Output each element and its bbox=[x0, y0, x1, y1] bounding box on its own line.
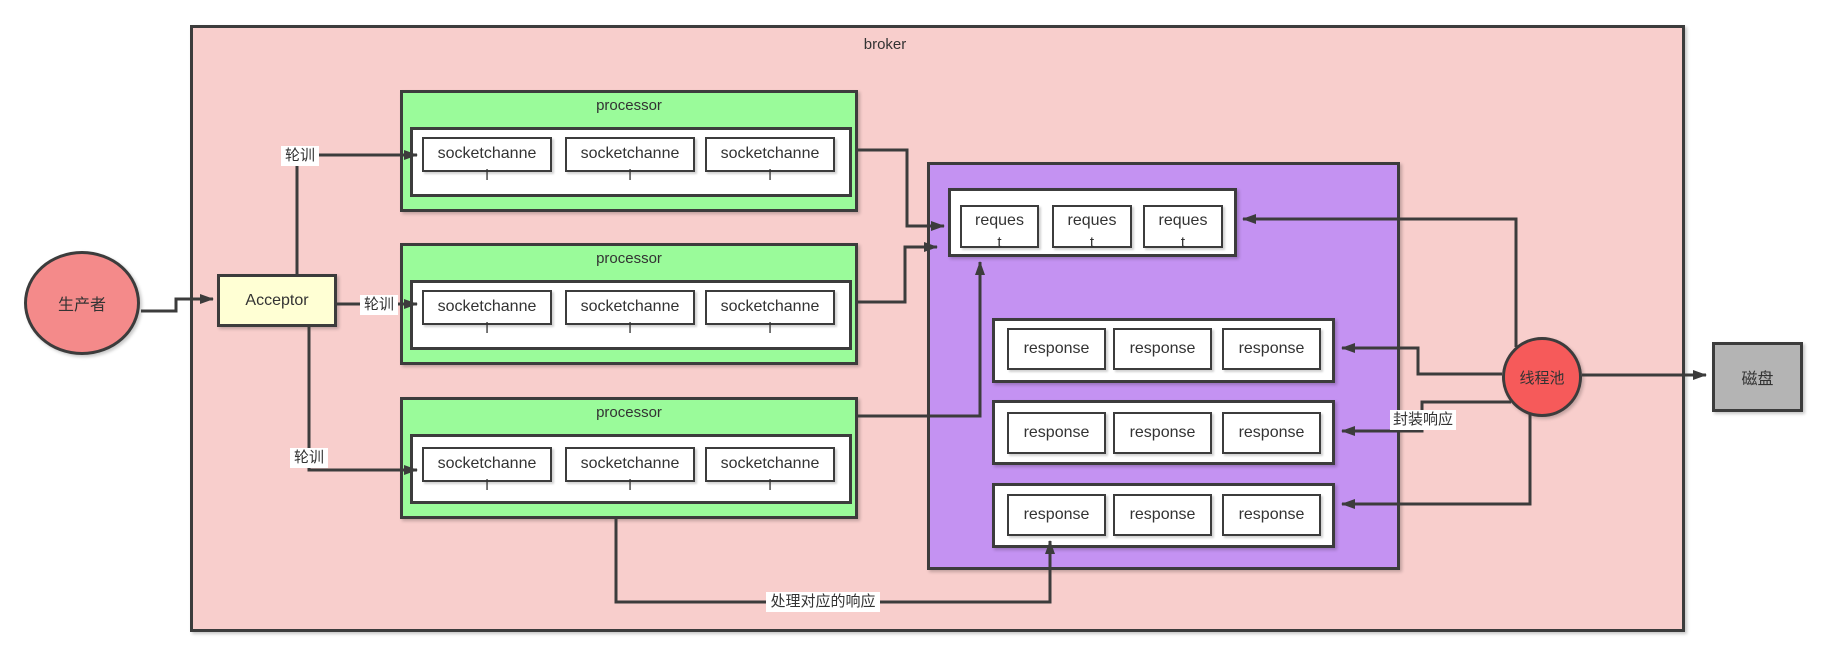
socket-channel: socketchanne l bbox=[422, 447, 552, 494]
response-row-2: response response response bbox=[992, 400, 1335, 465]
processor-3-title: processor bbox=[596, 404, 662, 421]
wrapped-letter: l bbox=[768, 167, 772, 184]
processor-2: processor socketchanne l socketchanne l … bbox=[400, 243, 858, 365]
poll-label-1: 轮训 bbox=[281, 146, 319, 166]
processor-1: processor socketchanne l socketchanne l … bbox=[400, 90, 858, 212]
response-item: response bbox=[1222, 412, 1321, 454]
wrapped-letter: t bbox=[997, 234, 1002, 251]
wrapped-letter: t bbox=[1180, 234, 1186, 251]
response-item: response bbox=[1007, 494, 1106, 536]
response-item: response bbox=[1222, 328, 1321, 370]
acceptor-node: Acceptor bbox=[217, 274, 337, 327]
wrapped-letter: l bbox=[628, 167, 632, 184]
wrap-response-label: 封装响应 bbox=[1390, 410, 1456, 430]
wrapped-letter: l bbox=[628, 477, 632, 494]
socket-channel: socketchanne l bbox=[422, 290, 552, 337]
broker-title: broker bbox=[863, 36, 907, 53]
processor-2-title: processor bbox=[596, 250, 662, 267]
request-item: reques t bbox=[960, 205, 1039, 251]
response-item: response bbox=[1007, 412, 1106, 454]
response-item: response bbox=[1222, 494, 1321, 536]
poll-label-3: 轮训 bbox=[290, 448, 328, 468]
disk-label: 磁盘 bbox=[1741, 371, 1774, 388]
wrapped-letter: l bbox=[485, 477, 489, 494]
socket-channel: socketchanne l bbox=[705, 290, 835, 337]
processor-1-title: processor bbox=[596, 97, 662, 114]
socket-channel: socketchanne l bbox=[705, 137, 835, 184]
wrapped-letter: l bbox=[485, 320, 489, 337]
request-item: reques t bbox=[1052, 205, 1132, 251]
response-item: response bbox=[1113, 412, 1212, 454]
wrapped-letter: l bbox=[768, 477, 772, 494]
wrapped-letter: t bbox=[1089, 234, 1095, 251]
thread-pool-label: 线程池 bbox=[1519, 369, 1565, 387]
producer-label: 生产者 bbox=[57, 297, 106, 314]
wrapped-letter: l bbox=[628, 320, 632, 337]
wrapped-letter: l bbox=[485, 167, 489, 184]
response-item: response bbox=[1113, 494, 1212, 536]
socket-channel: socketchanne l bbox=[705, 447, 835, 494]
socket-channel: socketchanne l bbox=[565, 290, 695, 337]
disk-node: 磁盘 bbox=[1712, 342, 1803, 412]
processor-2-channel-tray: socketchanne l socketchanne l socketchan… bbox=[410, 280, 852, 350]
processor-3-channel-tray: socketchanne l socketchanne l socketchan… bbox=[410, 434, 852, 504]
response-row-1: response response response bbox=[992, 318, 1335, 383]
socket-channel: socketchanne l bbox=[565, 447, 695, 494]
acceptor-label: Acceptor bbox=[245, 291, 309, 309]
poll-label-2: 轮训 bbox=[360, 295, 398, 315]
request-item: reques t bbox=[1143, 205, 1223, 251]
thread-pool-node: 线程池 bbox=[1502, 337, 1582, 417]
socket-channel: socketchanne l bbox=[422, 137, 552, 184]
wrapped-letter: l bbox=[768, 320, 772, 337]
processor-3: processor socketchanne l socketchanne l … bbox=[400, 397, 858, 519]
response-item: response bbox=[1007, 328, 1106, 370]
socket-channel: socketchanne l bbox=[565, 137, 695, 184]
request-queue: reques t reques t reques t bbox=[948, 188, 1237, 257]
handle-response-label: 处理对应的响应 bbox=[766, 592, 880, 612]
response-item: response bbox=[1113, 328, 1212, 370]
producer-node: 生产者 bbox=[24, 251, 140, 355]
response-row-3: response response response bbox=[992, 483, 1335, 548]
processor-1-channel-tray: socketchanne l socketchanne l socketchan… bbox=[410, 127, 852, 197]
